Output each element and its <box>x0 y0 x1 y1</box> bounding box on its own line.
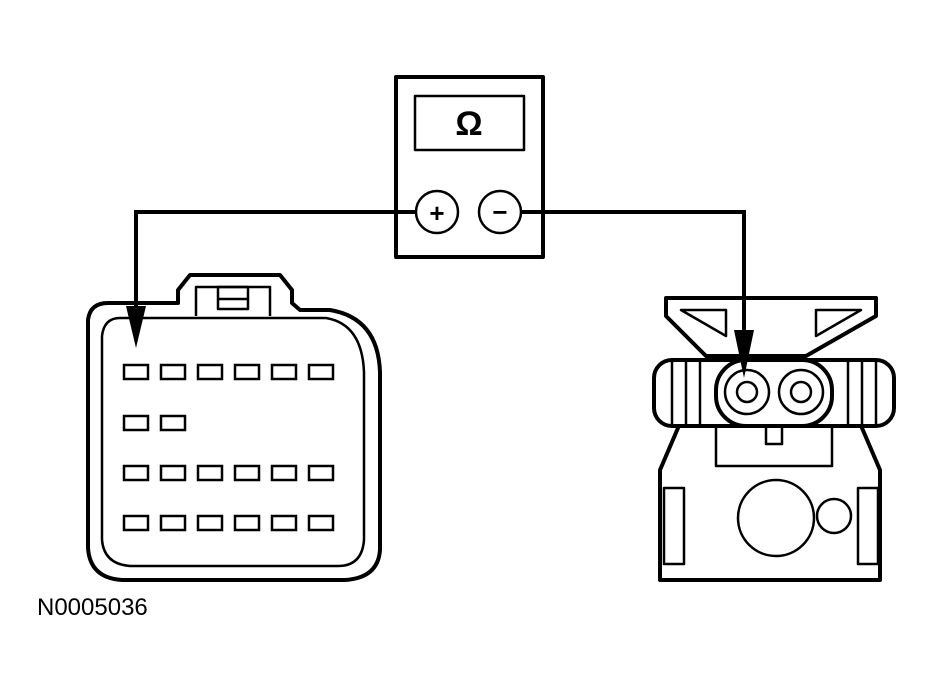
negative-terminal-label: − <box>492 197 507 227</box>
pin-cavity <box>196 514 224 532</box>
right-connector-left-slot <box>662 486 686 566</box>
pin-cavity <box>159 514 187 532</box>
multimeter-body <box>394 75 545 259</box>
pin-cavity <box>159 414 187 432</box>
negative-test-lead <box>521 210 746 338</box>
pin-cavity <box>233 514 261 532</box>
pin-cavity <box>122 514 150 532</box>
right-connector-inner-step <box>714 428 834 468</box>
pin-cavity <box>270 514 298 532</box>
pin-cavity <box>307 363 335 381</box>
multimeter-display <box>413 94 526 152</box>
right-connector-socket <box>714 358 834 428</box>
right-connector-bracket <box>664 296 878 358</box>
left-connector <box>86 273 382 582</box>
positive-test-lead <box>134 210 416 312</box>
right-connector-large-boss <box>736 478 816 558</box>
pin-cavity <box>159 464 187 482</box>
ohm-symbol: Ω <box>455 105 482 143</box>
positive-probe-tip <box>126 306 146 348</box>
multimeter: Ω + − <box>394 75 545 259</box>
pin-cavity <box>307 514 335 532</box>
pin-cavity <box>196 363 224 381</box>
right-connector-barrel <box>652 358 896 428</box>
right-connector <box>652 296 896 582</box>
right-connector-small-boss <box>815 497 853 535</box>
left-connector-latch <box>194 285 272 316</box>
pin-cavity <box>233 363 261 381</box>
figure-id: N0005036 <box>37 594 148 621</box>
pin-cavity <box>270 363 298 381</box>
pin-cavity <box>159 363 187 381</box>
socket-terminal-right <box>777 368 825 416</box>
socket-terminal-right-pin <box>789 380 813 404</box>
pin-cavity <box>122 363 150 381</box>
right-connector-bracket-right-window <box>814 308 863 338</box>
left-connector-inner-shell <box>100 316 366 568</box>
right-connector-right-slot <box>856 486 880 566</box>
pin-cavity <box>270 464 298 482</box>
negative-probe-tip <box>734 330 754 378</box>
socket-terminal-left <box>723 368 771 416</box>
pin-cavity <box>196 464 224 482</box>
right-connector-bracket-left-window <box>679 308 728 338</box>
left-connector-shell <box>86 273 382 582</box>
socket-terminal-left-pin <box>735 380 759 404</box>
pin-cavity <box>307 464 335 482</box>
pin-cavity <box>122 464 150 482</box>
pin-cavity <box>122 414 150 432</box>
positive-terminal-label: + <box>429 198 444 228</box>
right-connector-body <box>658 426 882 582</box>
right-connector-key <box>764 426 784 446</box>
pin-cavity <box>233 464 261 482</box>
